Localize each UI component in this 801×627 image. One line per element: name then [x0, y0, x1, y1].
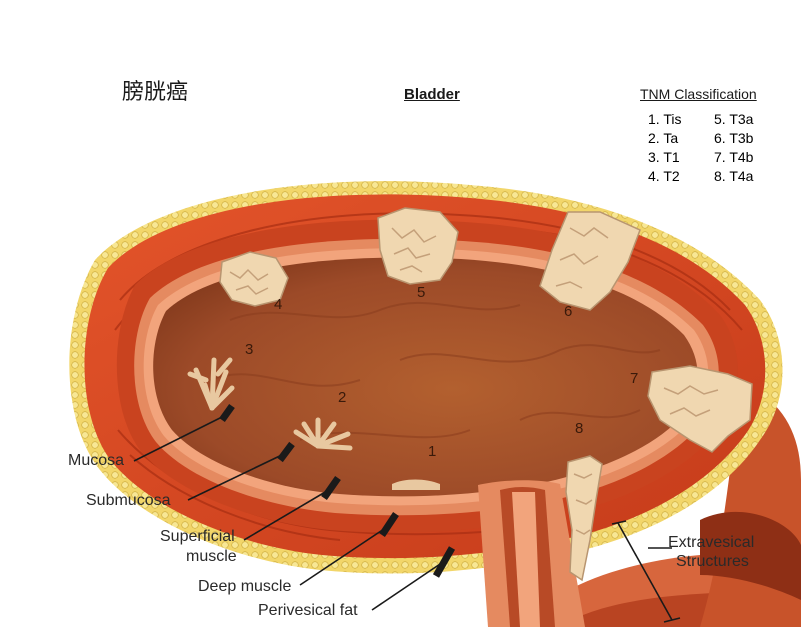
tumor-4 [219, 251, 289, 307]
tumor-7 [647, 365, 753, 453]
stage-marker-7: 7 [630, 370, 639, 387]
stage-marker-4: 4 [274, 296, 283, 313]
diagram-title: Bladder [404, 86, 460, 103]
chinese-title: 膀胱癌 [122, 80, 189, 105]
layer-pointer-lines [133, 413, 681, 623]
stage-marker-3: 3 [245, 341, 254, 358]
urethra [478, 480, 585, 627]
submucosa-label: Submucosa [86, 492, 171, 509]
lumen-folds [209, 301, 661, 441]
tumor-5 [377, 207, 459, 285]
tumor-6 [539, 211, 641, 311]
tnm-item: 6. T3b [714, 130, 754, 146]
tnm-item: 1. Tis [648, 111, 682, 127]
deep-muscle-label: Deep muscle [198, 578, 292, 595]
tnm-item: 7. T4b [714, 149, 754, 165]
bladder-lumen [153, 257, 698, 497]
superficial-muscle-label-line2: muscle [186, 548, 237, 565]
tnm-column-2: 5. T3a 6. T3b 7. T4b 8. T4a [714, 110, 753, 186]
tumor-2-papillary [293, 417, 353, 451]
stage-marker-2: 2 [338, 389, 347, 406]
perivesical-fat-label: Perivesical fat [258, 602, 358, 619]
tnm-item: 8. T4a [714, 168, 754, 184]
tnm-heading: TNM Classification [640, 86, 757, 102]
tnm-item: 5. T3a [714, 111, 754, 127]
stage-marker-1: 1 [428, 443, 437, 460]
tnm-item: 2. Ta [648, 130, 679, 146]
stage-marker-6: 6 [564, 303, 573, 320]
stage-marker-5: 5 [417, 284, 426, 301]
extravesical-label-line2: Structures [676, 553, 749, 570]
mucosa-label: Mucosa [68, 452, 125, 469]
tnm-column-1: 1. Tis 2. Ta 3. T1 4. T2 [648, 110, 681, 186]
tumor-3-papillary [187, 357, 235, 411]
tumor-8 [565, 455, 603, 582]
extravesical-label-line1: Extravesical [668, 534, 755, 551]
lower-tissue [520, 380, 801, 627]
tumor-1-flat [392, 479, 440, 490]
tnm-item: 4. T2 [648, 168, 680, 184]
superficial-muscle-label-line1: Superficial [160, 528, 235, 545]
tnm-item: 3. T1 [648, 149, 680, 165]
layer-markers [219, 403, 456, 578]
stage-marker-8: 8 [575, 420, 584, 437]
